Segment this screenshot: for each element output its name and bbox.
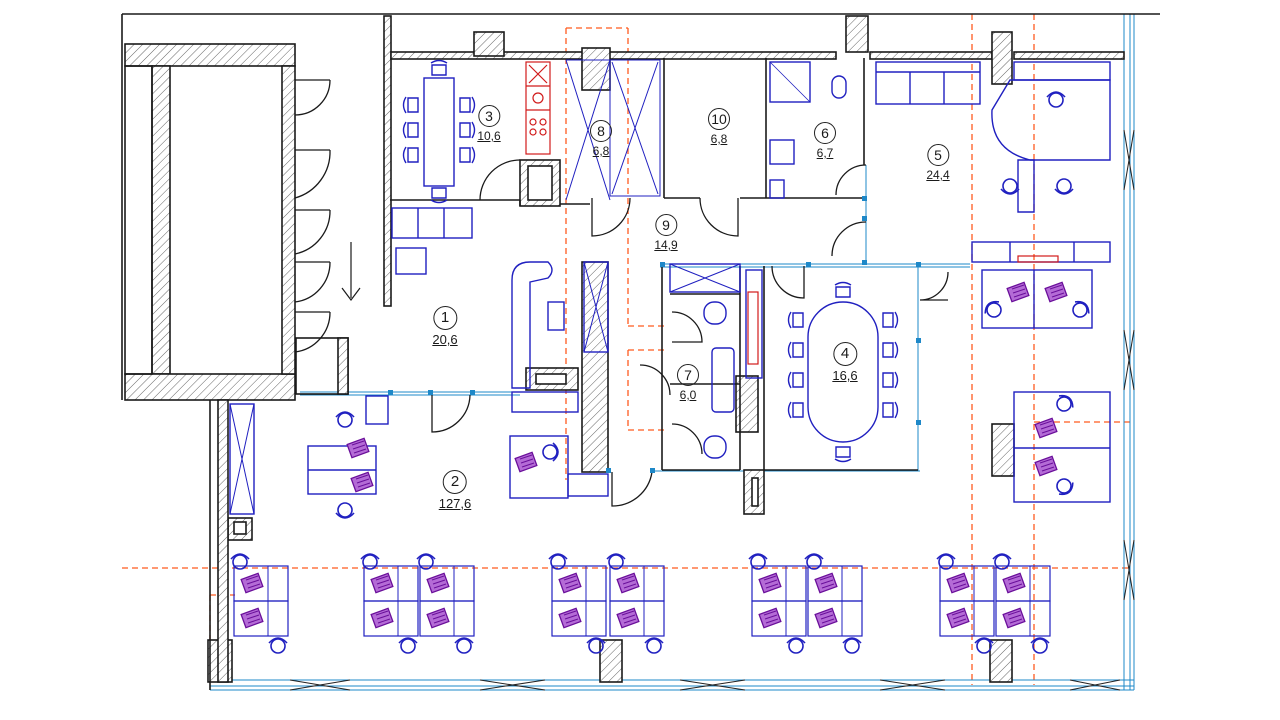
- room-area: 16,6: [832, 368, 858, 383]
- room-label-4: 4 16,6: [832, 342, 858, 383]
- room-area: 6,8: [592, 144, 610, 158]
- room-area: 14,9: [654, 238, 678, 252]
- room-label-9: 9 14,9: [654, 214, 678, 252]
- room-label-3: 3 10,6: [477, 105, 501, 143]
- workstation-rows: [231, 554, 1050, 653]
- room-label-6: 6 6,7: [814, 122, 836, 159]
- door-swings: [294, 79, 949, 507]
- room-label-2: 2 127,6: [438, 470, 472, 511]
- room-area: 127,6: [438, 496, 472, 511]
- room-number: 6: [814, 122, 836, 144]
- room-area: 24,4: [926, 168, 950, 182]
- axis-lines: [122, 14, 1130, 685]
- room-number: 10: [708, 108, 730, 130]
- room-area: 6,7: [816, 146, 834, 160]
- partition-nodes: [388, 196, 921, 473]
- room-number: 5: [926, 144, 949, 166]
- room-label-5: 5 24,4: [926, 144, 950, 182]
- room-number: 4: [833, 342, 857, 366]
- room-area: 20,6: [432, 332, 458, 347]
- room-area: 6,0: [679, 388, 697, 402]
- room-label-8: 8 6,8: [590, 120, 612, 157]
- room-number: 2: [442, 470, 467, 494]
- room-number: 1: [433, 306, 457, 330]
- room-number: 9: [654, 214, 677, 236]
- window-markers: [289, 129, 1135, 691]
- room-number: 3: [477, 105, 500, 127]
- stair-arrow: [341, 242, 361, 301]
- room-number: 8: [590, 120, 612, 142]
- room-number: 7: [677, 364, 699, 386]
- furniture: [229, 59, 1111, 519]
- room-label-10: 10 6,8: [708, 108, 730, 145]
- room-area: 10,6: [477, 129, 501, 143]
- walls: [121, 13, 1160, 690]
- kitchen: [525, 61, 1059, 365]
- room-label-1: 1 20,6: [432, 306, 458, 347]
- room-area: 6,8: [710, 132, 728, 146]
